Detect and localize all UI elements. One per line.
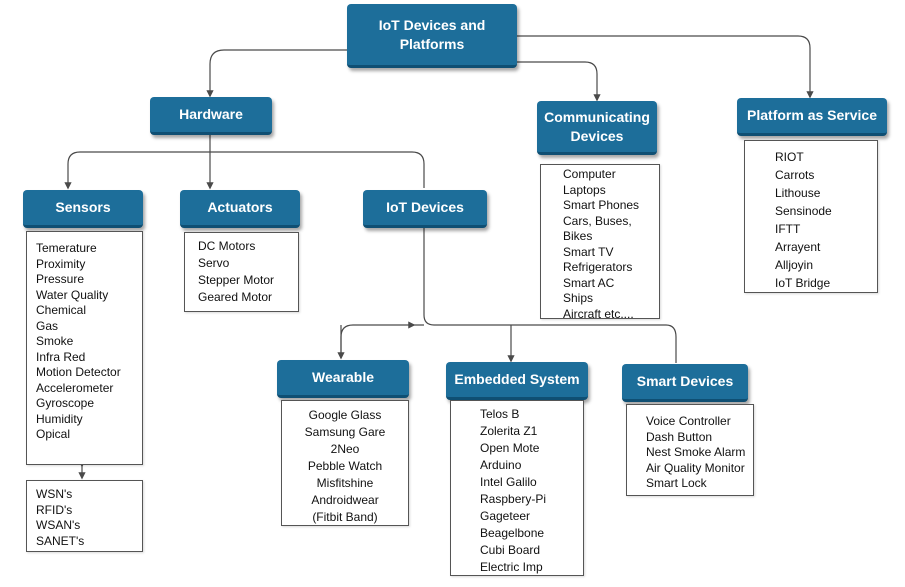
communicating-devices-node: Communicating Devices [537,101,657,155]
list-item: Google Glass [308,408,382,422]
list-item: Proximity [36,256,86,271]
list-item: Misfitshine [316,476,374,490]
list-item: Temerature [36,241,97,255]
list-item: Telos B [480,407,520,421]
list-item: RIOT [775,150,804,164]
list-item: Gas [36,318,59,333]
list-item: Androidwear [311,493,379,507]
list-item: Gyroscope [36,396,95,410]
list-item: Pebble Watch [307,459,383,473]
list-item: Carrots [775,168,815,182]
list-item: Air Quality Monitor [646,460,745,475]
list-item: Sensinode [775,204,832,218]
iot-devices-node: IoT Devices [363,190,487,228]
list-item: Aircraft etc.... [563,306,634,321]
list-item: Humidity [36,411,83,426]
list-item: Servo [198,256,230,270]
list-item: Dash Button [646,429,713,444]
list-item: 2Neo [330,442,360,456]
list-item: Smart TV [563,244,614,259]
list-item: Smoke [36,334,74,348]
list-item: Raspbery-Pi [480,492,547,506]
list-item: Nest Smoke Alarm [646,445,746,459]
list-item: Geared Motor [198,290,273,304]
list-item: SANET's [36,533,85,548]
list-item: Arrayent [775,240,821,254]
list-item: Computer [563,167,616,181]
list-item: Alljoyin [775,258,814,272]
list-item: Bikes [563,229,593,243]
list-item: Zolerita Z1 [480,424,538,438]
sensors-node: Sensors [23,190,143,228]
list-item: Opical [36,427,71,441]
list-item: Water Quality [36,287,109,302]
list-item: Arduino [480,458,522,472]
list-item: Refrigerators [563,260,633,274]
list-item: Smart AC [563,275,615,290]
list-item: Intel Galilo [480,475,537,489]
list-item: Voice Controller [646,414,731,428]
hardware-node: Hardware [150,97,272,135]
list-item: Laptops [563,182,606,197]
list-item: Smart Phones [563,198,640,212]
connector-root-hardware [206,49,348,98]
list-item: Open Mote [480,441,540,455]
list-item: IoT Bridge [775,276,831,290]
list-item: DC Motors [198,239,256,253]
list-item: WSN's [36,487,73,501]
list-item: WSAN's [36,518,81,532]
wearable-node: Wearable [277,360,409,398]
list-item: Smart Lock [646,476,707,490]
list-item: Accelerometer [36,380,114,395]
list-item: Samsung Gare [304,425,386,439]
list-item: IFTT [775,222,801,236]
actuators-node: Actuators [180,190,300,228]
list-item: RFID's [36,502,73,517]
list-item: Ships [563,291,594,305]
list-item: Motion Detector [36,365,121,379]
list-item: Electric Imp [480,560,543,574]
list-item: Chemical [36,303,87,317]
list-item: Gageteer [480,509,531,523]
list-item: Lithouse [775,186,821,200]
list-item: Cubi Board [480,543,541,557]
embedded-system-node: Embedded System [446,362,588,400]
list-item: Cars, Buses, [563,213,632,228]
smart-devices-node: Smart Devices [622,364,748,402]
list-item: Stepper Motor [198,273,275,287]
connector-hardware-split [68,133,425,188]
list-item: (Fitbit Band) [312,510,378,524]
platform-as-service-node: Platform as Service [737,98,887,136]
list-item: Infra Red [36,349,86,364]
connector-root-platform [517,35,814,99]
list-item: Beagelbone [480,526,545,540]
root-node: IoT Devices and Platforms [347,4,517,68]
list-item: Pressure [36,272,85,286]
